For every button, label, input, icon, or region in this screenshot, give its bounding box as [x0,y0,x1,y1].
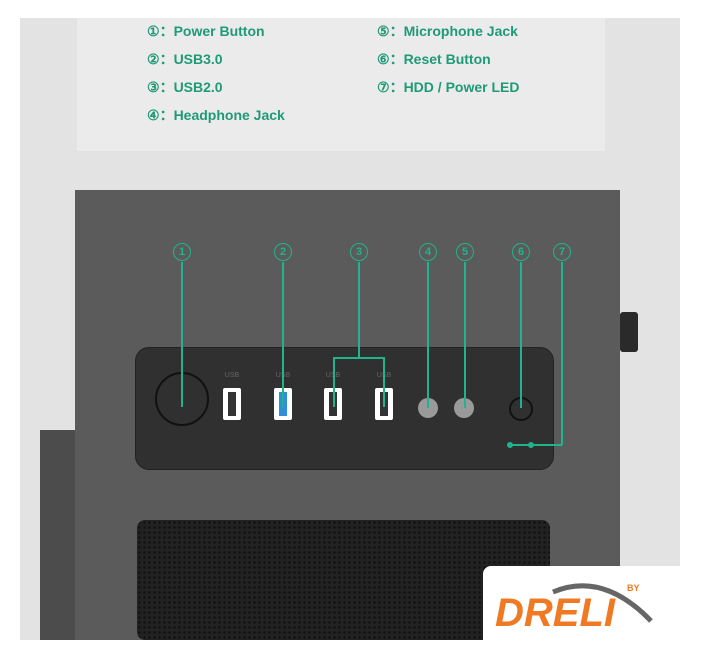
legend-item: ②：USB3.0 [147,51,223,67]
legend-item: ④：Headphone Jack [147,107,285,123]
marker-3: 3 [350,243,368,261]
legend-item: ③：USB2.0 [147,79,223,95]
marker-5: 5 [456,243,474,261]
usb-port[interactable] [223,388,241,420]
legend-item: ⑦：HDD / Power LED [377,79,520,95]
hdd-led [507,442,513,448]
svg-text:DRELI: DRELI [495,591,616,635]
side-thumbscrew [620,312,638,352]
marker-6: 6 [512,243,530,261]
marker-4: 4 [419,243,437,261]
port-label: USB [224,372,240,379]
marker-1: 1 [173,243,191,261]
mesh-grille [137,520,550,640]
legend-item: ⑤：Microphone Jack [377,23,518,39]
svg-text:BY: BY [627,583,640,593]
case-side [40,430,80,640]
marker-7: 7 [553,243,571,261]
marker-2: 2 [274,243,292,261]
legend-item: ⑥：Reset Button [377,51,491,67]
dreli-logo: DRELI BY [483,566,701,640]
headphone-jack[interactable] [418,398,438,418]
power-led [528,442,534,448]
legend-item: ①：Power Button [147,23,265,39]
microphone-jack[interactable] [454,398,474,418]
legend-box: ①：Power Button ②：USB3.0 ③：USB2.0 ④：Headp… [77,18,605,151]
